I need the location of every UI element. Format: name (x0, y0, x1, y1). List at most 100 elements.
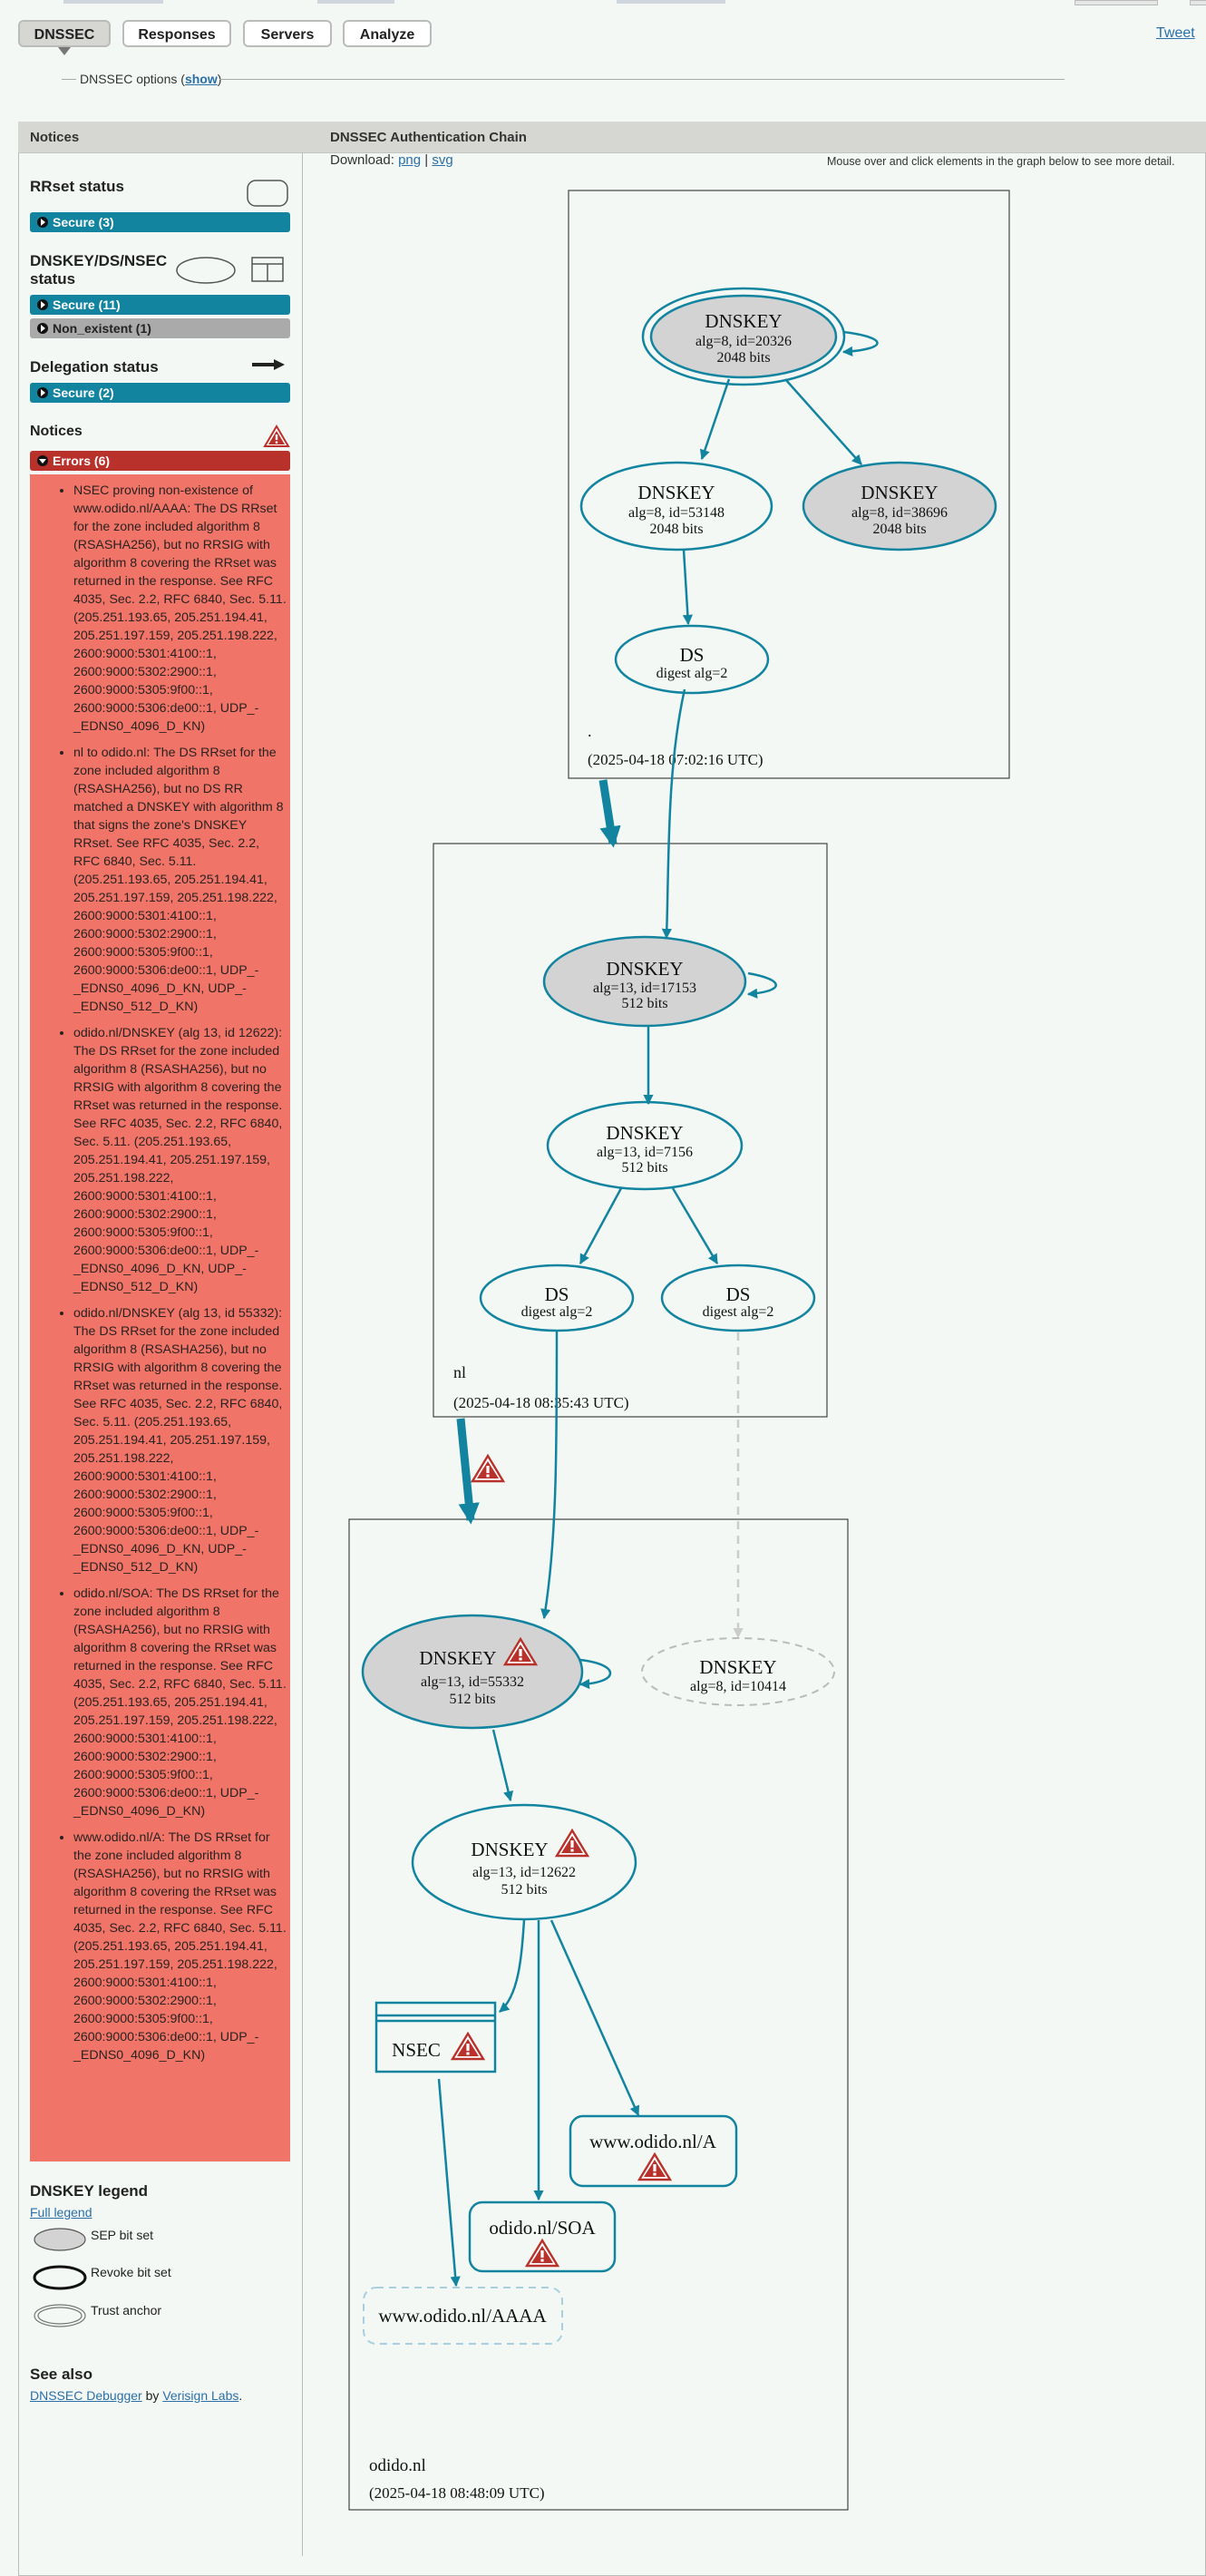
rrset-www-a-node[interactable]: www.odido.nl/A (569, 2114, 738, 2188)
collapse-icon (37, 455, 48, 466)
error-item: odido.nl/SOA: The DS RRset for the zone … (73, 1585, 287, 1820)
delegation-warning-icon[interactable] (471, 1454, 505, 1483)
dnskey-nonexistent-badge[interactable]: Non_existent (1) (30, 318, 290, 338)
nl-ds-1-node[interactable]: DS digest alg=2 (479, 1264, 635, 1332)
edge-nsec-proves[interactable] (437, 2078, 461, 2288)
delegation-status-title: Delegation status (30, 358, 159, 376)
error-item: nl to odido.nl: The DS RRset for the zon… (73, 744, 287, 1016)
node-title: DNSKEY (606, 958, 683, 980)
errors-badge[interactable]: Errors (6) (30, 451, 290, 471)
node-title: DNSKEY (419, 1647, 496, 1669)
see-also-by: by (141, 2388, 163, 2403)
delegation-root-nl[interactable] (598, 779, 621, 848)
notices-title: Notices (30, 424, 83, 439)
node-warning-icon[interactable] (451, 2032, 485, 2061)
dnssec-debugger-link[interactable]: DNSSEC Debugger (30, 2388, 142, 2403)
edge-signs[interactable] (579, 1187, 623, 1264)
node-line1: alg=8, id=53148 (628, 505, 725, 521)
nsec-node[interactable]: NSEC (374, 2001, 497, 2073)
zone-odido-timestamp: (2025-04-18 08:48:09 UTC) (369, 2484, 545, 2502)
zone-nl-box[interactable] (433, 843, 828, 1418)
odido-missing-dnskey-node[interactable]: DNSKEY alg=8, id=10414 (641, 1637, 835, 1706)
node-line1: alg=8, id=10414 (690, 1679, 786, 1694)
root-zsk-38696-node[interactable]: DNSKEY alg=8, id=38696 2048 bits (802, 461, 997, 551)
expand-icon (37, 323, 48, 334)
node-warning-icon[interactable] (525, 2239, 559, 2268)
verisign-labs-link[interactable]: Verisign Labs (162, 2388, 239, 2403)
edge-ds-to-dnskey[interactable] (661, 688, 686, 940)
edge-self-sign[interactable] (746, 971, 777, 999)
tab-analyze[interactable]: Analyze (343, 20, 432, 47)
tweet-link[interactable]: Tweet (1156, 25, 1195, 41)
errors-panel: NSEC proving non-existence of www.odido.… (30, 474, 290, 2161)
edge-signs[interactable] (550, 1919, 640, 2117)
error-item: odido.nl/DNSKEY (alg 13, id 55332): The … (73, 1304, 287, 1576)
edge-ds-to-dnskey[interactable] (540, 1329, 559, 1620)
root-zsk-53148-node[interactable]: DNSKEY alg=8, id=53148 2048 bits (579, 461, 773, 551)
edge-signs[interactable] (784, 378, 862, 465)
tab-dnssec[interactable]: DNSSEC (18, 20, 111, 47)
edge-signs[interactable] (699, 378, 731, 461)
active-tab-caret-icon (58, 47, 71, 55)
top-strip (63, 0, 163, 4)
node-title: DNSKEY (471, 1839, 548, 1860)
trust-anchor-legend-icon (34, 2304, 86, 2327)
full-legend-link[interactable]: Full legend (30, 2205, 92, 2220)
delegation-arrow-icon (252, 359, 285, 370)
nl-ksk-node[interactable]: DNSKEY alg=13, id=17153 512 bits (542, 935, 747, 1028)
node-title: NSEC (392, 2039, 441, 2061)
rrset-secure-badge[interactable]: Secure (3) (30, 212, 290, 232)
root-ds-node[interactable]: DS digest alg=2 (614, 624, 770, 695)
dnssec-options: DNSSEC options (show) (80, 72, 221, 86)
delegation-nl-odido[interactable] (456, 1418, 480, 1525)
zone-odido-box[interactable] (348, 1518, 849, 2511)
edge-signs[interactable] (491, 1729, 514, 1802)
edge-signs[interactable] (682, 549, 693, 626)
edge-signs[interactable] (671, 1187, 719, 1264)
tab-responses[interactable]: Responses (122, 20, 231, 47)
node-warning-icon[interactable] (555, 1829, 589, 1858)
date-input[interactable] (1075, 0, 1158, 5)
chain-header: DNSSEC Authentication Chain (330, 130, 527, 145)
node-line1: alg=8, id=38696 (851, 505, 948, 521)
rrset-status-title: RRset status (30, 178, 124, 195)
date-button[interactable] (1190, 0, 1206, 5)
sep-legend-icon (34, 2228, 86, 2251)
delegation-secure-badge[interactable]: Secure (2) (30, 383, 290, 403)
node-line1: digest alg=2 (656, 666, 728, 681)
expand-icon (37, 299, 48, 310)
download-png-link[interactable]: png (398, 152, 422, 168)
nl-ds-2-node[interactable]: DS digest alg=2 (660, 1264, 816, 1332)
sep-legend-label: SEP bit set (91, 2228, 154, 2242)
edge-signs[interactable] (499, 1919, 526, 2013)
options-show-link[interactable]: show (184, 72, 218, 86)
node-line2: 2048 bits (872, 522, 926, 537)
zone-root-name: . (588, 722, 592, 740)
download-label: Download: (330, 152, 394, 168)
zone-nl-name: nl (453, 1363, 466, 1381)
error-item: NSEC proving non-existence of www.odido.… (73, 482, 287, 736)
dnskey-shape-icon (176, 257, 236, 284)
root-ksk-node[interactable]: DNSKEY alg=8, id=20326 2048 bits (641, 287, 846, 386)
node-title: DS (726, 1283, 751, 1305)
node-line2: 2048 bits (716, 350, 770, 366)
dnskey-secure-badge[interactable]: Secure (11) (30, 295, 290, 315)
rrset-www-aaaa-node[interactable]: www.odido.nl/AAAA (363, 2287, 563, 2345)
node-title: DS (680, 644, 705, 666)
odido-zsk-node[interactable]: DNSKEY alg=13, id=12622 512 bits (411, 1803, 637, 1921)
download-svg-link[interactable]: svg (432, 152, 453, 168)
dnskey-legend-title: DNSKEY legend (30, 2182, 149, 2200)
edge-self-sign[interactable] (579, 1658, 611, 1690)
tab-servers[interactable]: Servers (243, 20, 332, 47)
nl-zsk-node[interactable]: DNSKEY alg=13, id=7156 512 bits (546, 1100, 744, 1191)
node-title: DNSKEY (699, 1656, 776, 1678)
panel-divider (302, 152, 303, 2556)
node-warning-icon[interactable] (637, 2152, 672, 2181)
node-title: www.odido.nl/AAAA (378, 2305, 547, 2327)
odido-ksk-node[interactable]: DNSKEY alg=13, id=55332 512 bits (361, 1614, 584, 1730)
zone-root-box[interactable] (568, 190, 1010, 779)
edge-self-sign[interactable] (841, 330, 879, 357)
rrset-soa-node[interactable]: odido.nl/SOA (468, 2200, 617, 2273)
zone-nl-timestamp: (2025-04-18 08:35:43 UTC) (453, 1394, 629, 1411)
